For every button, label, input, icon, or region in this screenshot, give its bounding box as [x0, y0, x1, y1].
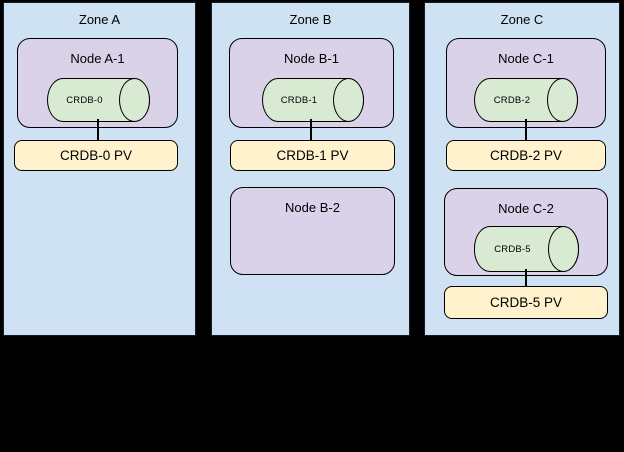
- node-b-2-label: Node B-2: [285, 200, 340, 215]
- database-cylinder-crdb-1: CRDB-1: [262, 78, 364, 122]
- node-b-1-label: Node B-1: [284, 51, 339, 66]
- node-a-1-label: Node A-1: [70, 51, 125, 66]
- database-crdb-5-label: CRDB-5: [494, 243, 531, 255]
- connector-line-crdb-2-to-pv: [525, 119, 527, 140]
- database-crdb-2-label: CRDB-2: [493, 94, 531, 106]
- zone-b-label: Zone B: [289, 12, 332, 27]
- pv-crdb-5-box: CRDB-5 PV: [444, 286, 608, 319]
- pv-crdb-2-box: CRDB-2 PV: [446, 140, 606, 171]
- node-b-2-box: Node B-2: [230, 187, 395, 275]
- node-b-1-box: Node B-1 CRDB-1: [229, 38, 394, 128]
- database-cylinder-crdb-2: CRDB-2: [474, 78, 578, 122]
- database-cylinder-crdb-0: CRDB-0: [47, 78, 150, 122]
- node-c-1-label: Node C-1: [498, 51, 554, 66]
- connector-line-crdb-0-to-pv: [97, 119, 99, 140]
- pv-crdb-1-box: CRDB-1 PV: [230, 140, 395, 171]
- zone-c-box: Zone C Node C-1 CRDB-2 CRDB-2 PV Node C-…: [424, 2, 620, 336]
- cylinder-end-cap: [119, 78, 150, 122]
- node-a-1-box: Node A-1 CRDB-0: [17, 38, 178, 128]
- database-cylinder-crdb-5: CRDB-5: [474, 226, 579, 272]
- cylinder-end-cap: [548, 226, 579, 272]
- pv-crdb-0-box: CRDB-0 PV: [14, 140, 178, 171]
- connector-line-crdb-5-to-pv: [525, 269, 527, 286]
- node-c-1-box: Node C-1 CRDB-2: [446, 38, 606, 128]
- connector-line-crdb-1-to-pv: [310, 119, 312, 140]
- zone-a-label: Zone A: [78, 12, 121, 27]
- node-c-2-box: Node C-2 CRDB-5: [444, 188, 608, 276]
- database-crdb-0-label: CRDB-0: [66, 94, 103, 106]
- node-c-2-label: Node C-2: [498, 201, 554, 216]
- zone-c-label: Zone C: [500, 12, 544, 27]
- cylinder-end-cap: [547, 78, 578, 122]
- database-crdb-1-label: CRDB-1: [280, 94, 318, 106]
- zone-a-box: Zone A Node A-1 CRDB-0 CRDB-0 PV: [3, 2, 196, 336]
- zone-b-box: Zone B Node B-1 CRDB-1 CRDB-1 PV Node B-…: [211, 2, 410, 336]
- cylinder-end-cap: [333, 78, 364, 122]
